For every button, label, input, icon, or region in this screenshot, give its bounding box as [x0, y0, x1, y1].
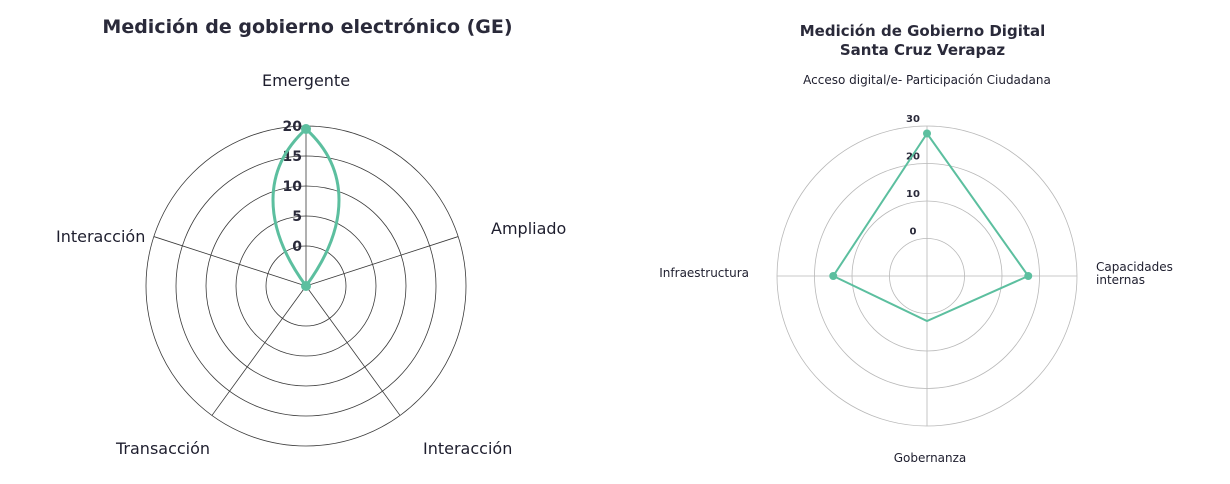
- data-point: [923, 129, 931, 138]
- data-point: [301, 124, 311, 134]
- chart-title-line-2: Santa Cruz Verapaz: [839, 41, 1006, 59]
- data-point: [301, 281, 311, 291]
- chart-ge: Medición de gobierno electrónico (GE) 0 5…: [56, 16, 566, 458]
- axis-label: Interacción: [56, 227, 145, 246]
- axis-label: Emergente: [262, 71, 350, 90]
- tick-label: 5: [292, 209, 302, 225]
- axis-spoke: [211, 285, 307, 416]
- tick-label: 30: [906, 114, 920, 125]
- chart-title-line-1: Medición de Gobierno Digital: [799, 22, 1046, 40]
- axis-spoke: [305, 285, 401, 416]
- axis-label: Ampliado: [491, 219, 566, 238]
- series-line: [831, 131, 1030, 323]
- axis-label: Transacción: [115, 439, 210, 458]
- data-point: [1024, 272, 1033, 280]
- axis-label: Capacidades: [1096, 260, 1173, 274]
- chart-gobierno-digital: Medición de Gobierno Digital Santa Cruz …: [615, 0, 1230, 484]
- tick-label: 20: [283, 119, 303, 135]
- chart-title: Medición de gobierno electrónico (GE): [102, 16, 513, 38]
- chart-title: Medición de Gobierno Digital Santa Cruz …: [615, 22, 1230, 60]
- tick-label: 0: [910, 227, 917, 238]
- axis-label: Acceso digital/e- Participación Ciudadan…: [803, 73, 1051, 87]
- axis-label: Interacción: [423, 439, 512, 458]
- radar-chart-gobierno-digital: 0 10 20 30 Acceso digital/e- Participación C…: [659, 73, 1173, 465]
- tick-label: 20: [906, 152, 920, 163]
- axis-label: Infraestructura: [659, 266, 749, 280]
- tick-label: 10: [283, 179, 303, 195]
- tick-label: 0: [292, 239, 302, 255]
- radar-chart-ge: 05101520EmergenteAmpliadoInteracciónTran…: [56, 71, 566, 458]
- axis-spoke: [305, 236, 459, 287]
- axis-label: internas: [1096, 273, 1145, 287]
- tick-label: 10: [906, 189, 920, 200]
- data-point: [829, 272, 838, 280]
- axis-spoke: [153, 236, 307, 287]
- axis-label: Gobernanza: [894, 451, 967, 465]
